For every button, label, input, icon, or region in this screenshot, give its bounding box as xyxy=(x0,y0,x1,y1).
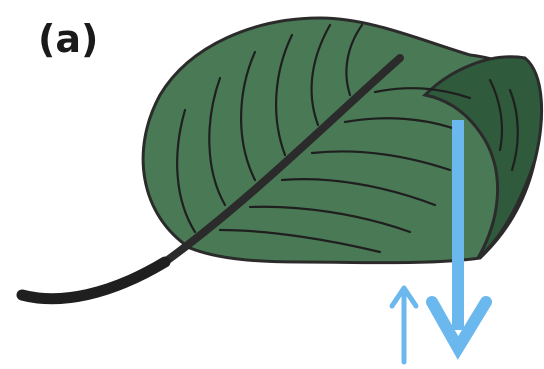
leaf-stem xyxy=(22,262,165,299)
arrow-up-icon xyxy=(392,288,416,362)
leaf-blade xyxy=(143,18,540,263)
